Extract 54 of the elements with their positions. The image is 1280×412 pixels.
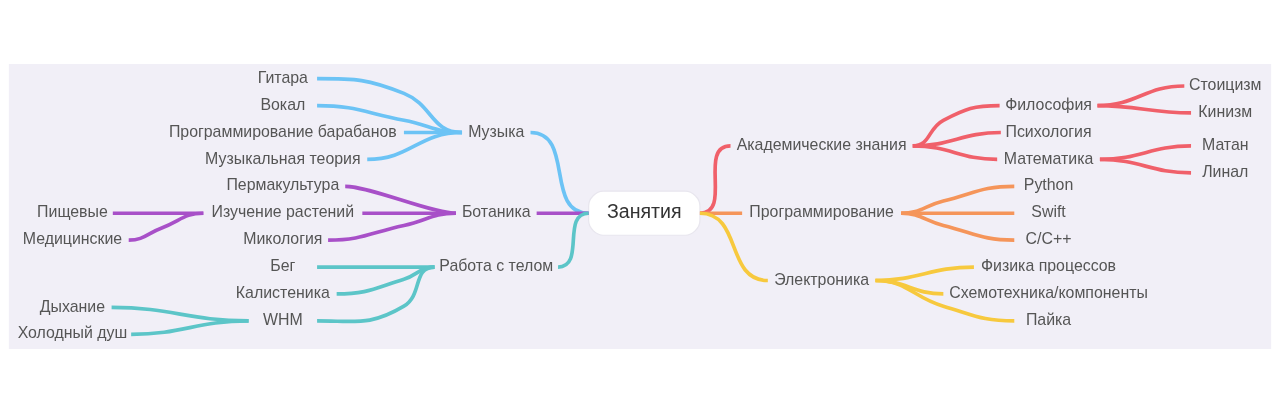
connector	[317, 264, 435, 323]
connector	[901, 184, 1015, 215]
connector	[901, 210, 1015, 215]
node-text: Медицинские	[22, 229, 123, 247]
connector	[1097, 103, 1192, 115]
node-text: Дыхание	[39, 297, 106, 315]
node-text: Пермакультура	[226, 175, 340, 193]
node-text: WHM	[262, 310, 303, 328]
node-text: Пищевые	[37, 202, 108, 220]
node-text: Гитара	[257, 68, 308, 86]
node-text: Swift	[1031, 202, 1066, 220]
node-text: Python	[1023, 175, 1074, 193]
node-text: Философия	[1005, 95, 1092, 113]
node-text: Стоицизм	[1189, 75, 1262, 93]
node-text: Схемотехника/компоненты	[949, 283, 1148, 301]
connector	[1099, 157, 1192, 175]
connector	[699, 210, 743, 215]
connector	[128, 210, 204, 242]
node-text: Академические знания	[736, 135, 907, 153]
node-text: Микология	[243, 229, 323, 247]
node-box: Занятия	[588, 190, 701, 236]
connector	[1099, 143, 1192, 161]
connector	[875, 278, 1015, 323]
node-text: Электроника	[774, 270, 870, 288]
connector	[536, 210, 589, 215]
node-text: Музыка	[468, 122, 525, 140]
connector	[530, 130, 589, 215]
connector	[328, 210, 456, 242]
node-text: Изучение растений	[211, 202, 355, 220]
node-text: Математика	[1003, 149, 1094, 167]
node-text: Матан	[1201, 135, 1249, 153]
connector	[699, 210, 769, 282]
node-text: Пайка	[1025, 310, 1072, 328]
node-text: Кинизм	[1198, 102, 1253, 120]
node-text: Холодный душ	[17, 323, 128, 341]
connector	[912, 143, 998, 161]
node-text: Бег	[270, 256, 296, 274]
node-text: Работа с телом	[439, 256, 554, 274]
node-text: Программирование	[749, 202, 894, 220]
node-text: Линал	[1202, 162, 1249, 180]
node-text: Ботаника	[461, 202, 531, 220]
node-text: Музыкальная теория	[205, 149, 361, 167]
connector	[345, 184, 457, 215]
node-text: Вокал	[260, 95, 306, 113]
node-text: Психология	[1005, 122, 1092, 140]
connector	[131, 318, 249, 336]
connector	[901, 210, 1015, 242]
connector	[362, 210, 456, 215]
node-text: Калистеника	[235, 283, 330, 301]
node-text: Физика процессов	[981, 256, 1117, 274]
connector	[112, 210, 204, 215]
connector	[367, 130, 463, 161]
node-text: Программирование барабанов	[168, 122, 397, 140]
node-text: C/C++	[1025, 229, 1072, 247]
